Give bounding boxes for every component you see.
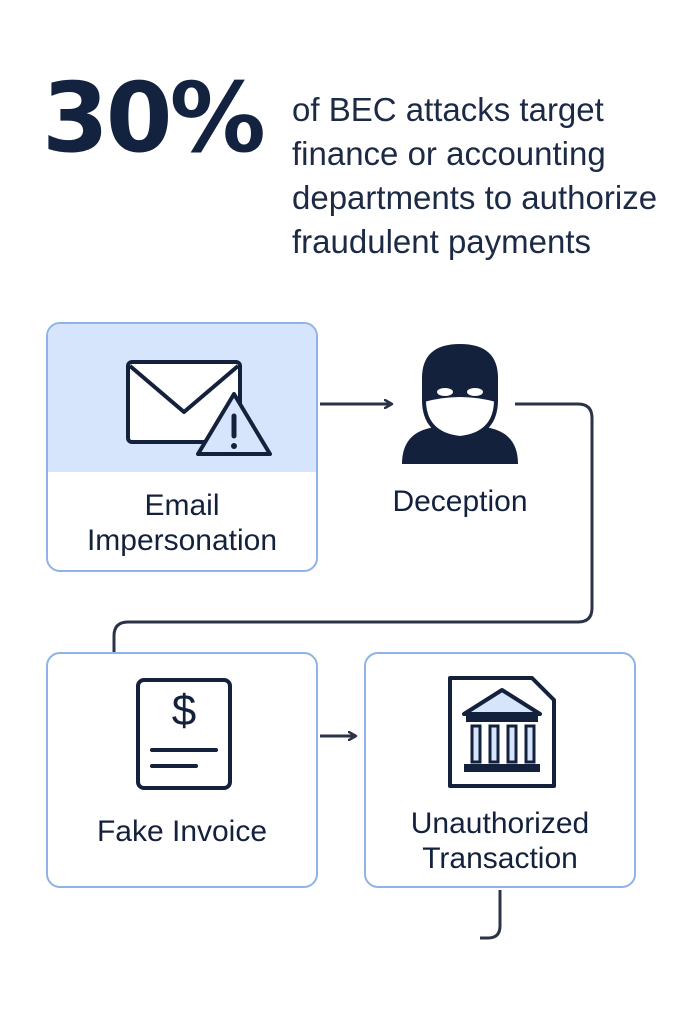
dollar-invoice-icon bbox=[136, 678, 232, 790]
step-card-fake-invoice: $ Fake Invoice bbox=[46, 652, 318, 888]
bank-building-icon bbox=[448, 676, 556, 788]
headline-description: of BEC attacks target finance or account… bbox=[292, 91, 658, 260]
headline-stat: 30% bbox=[42, 62, 266, 174]
envelope-warning-icon bbox=[126, 360, 272, 456]
step-label-deception: Deception bbox=[392, 485, 528, 518]
masked-hacker-icon bbox=[402, 344, 518, 464]
step-card-email-impersonation: Email Impersonation bbox=[46, 322, 318, 572]
connector-deception-to-invoice bbox=[112, 402, 594, 652]
step-label-email-impersonation: Email Impersonation bbox=[86, 489, 278, 557]
step-label-unauthorized-transaction: Unauthorized Transaction bbox=[410, 807, 590, 875]
step-card-unauthorized-transaction: Unauthorized Transaction bbox=[364, 652, 636, 888]
invoice-dollar-sign: $ bbox=[171, 686, 197, 735]
step-label-fake-invoice: Fake Invoice bbox=[96, 815, 268, 848]
connector-transaction-tail bbox=[480, 890, 502, 940]
